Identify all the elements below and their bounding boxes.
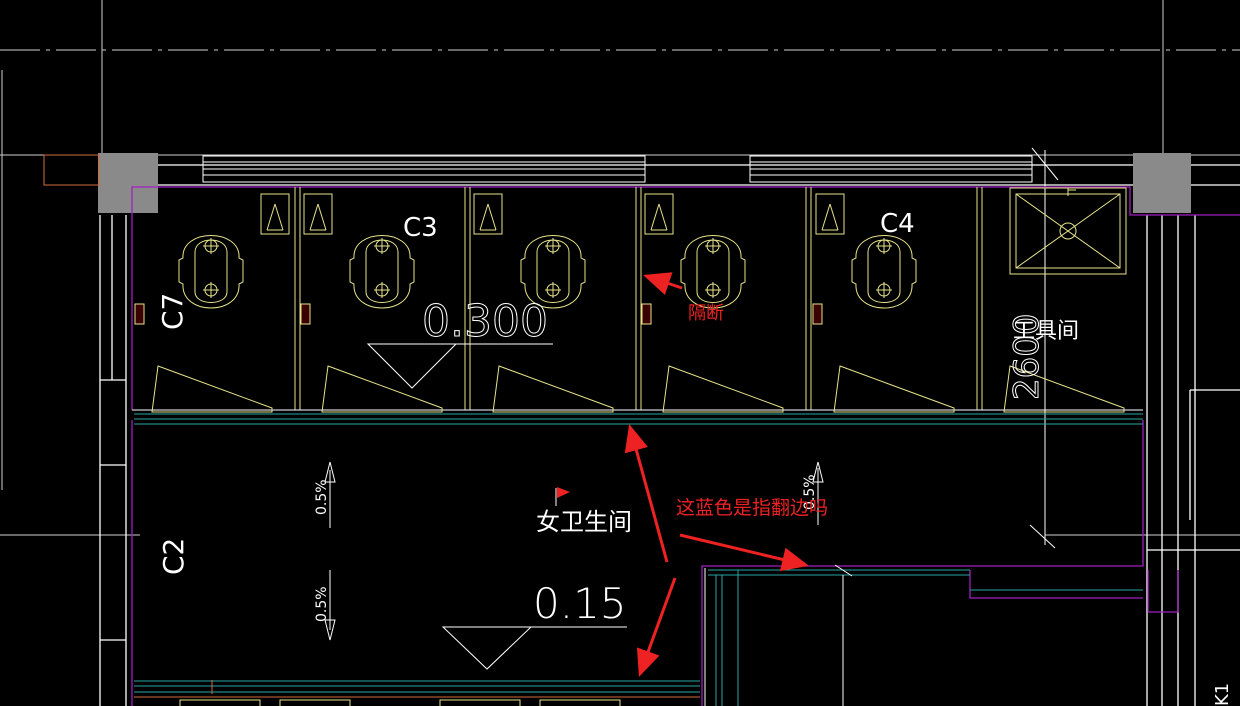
floor-level-stalls: 0.300 [422,296,548,347]
top-window-band [202,147,1059,549]
annotation-arrows [624,272,809,677]
bottom-cut-edge [134,680,700,706]
walls [99,164,1240,706]
window-label-c3: C3 [403,213,438,243]
flag-icon [555,487,570,506]
dimension-2600: 2600 [1007,313,1047,400]
squat-toilets [178,193,917,309]
room-boundary [131,186,1240,706]
slope-label-top: 0.5% [314,479,330,515]
window-label-c2: C2 [157,538,190,575]
window-label-c4: C4 [880,209,915,239]
window-label-c7: C7 [156,293,189,330]
annotation-texts: 隔断 这蓝色是指翻边吗 [676,303,828,519]
annotation-partition: 隔断 [688,303,724,324]
flush-buttons [134,303,823,325]
drawing-labels: 女卫生间 工具间 0.15 0.300 2600 0.5% 0.5% 0.5% … [156,209,1233,706]
annotation-question: 这蓝色是指翻边吗 [676,497,828,519]
curb-lines [134,413,1143,706]
storage-room-label: 工具间 [1013,319,1079,344]
stall-partitions [132,187,1143,411]
structural-columns [43,153,1191,213]
slope-label-bottom: 0.5% [314,586,330,622]
floor-level-main: 0.15 [533,579,627,628]
lower-room [704,564,853,706]
slope-label-right: 0.5% [802,474,818,510]
partial-label-k1: K1 [1212,683,1233,706]
level-markers [366,343,627,670]
room-name: 女卫生间 [536,508,632,536]
slope-arrows [324,461,824,641]
grid-lines [0,0,1240,536]
stall-doors [151,365,1125,413]
mop-sink [1009,187,1127,275]
